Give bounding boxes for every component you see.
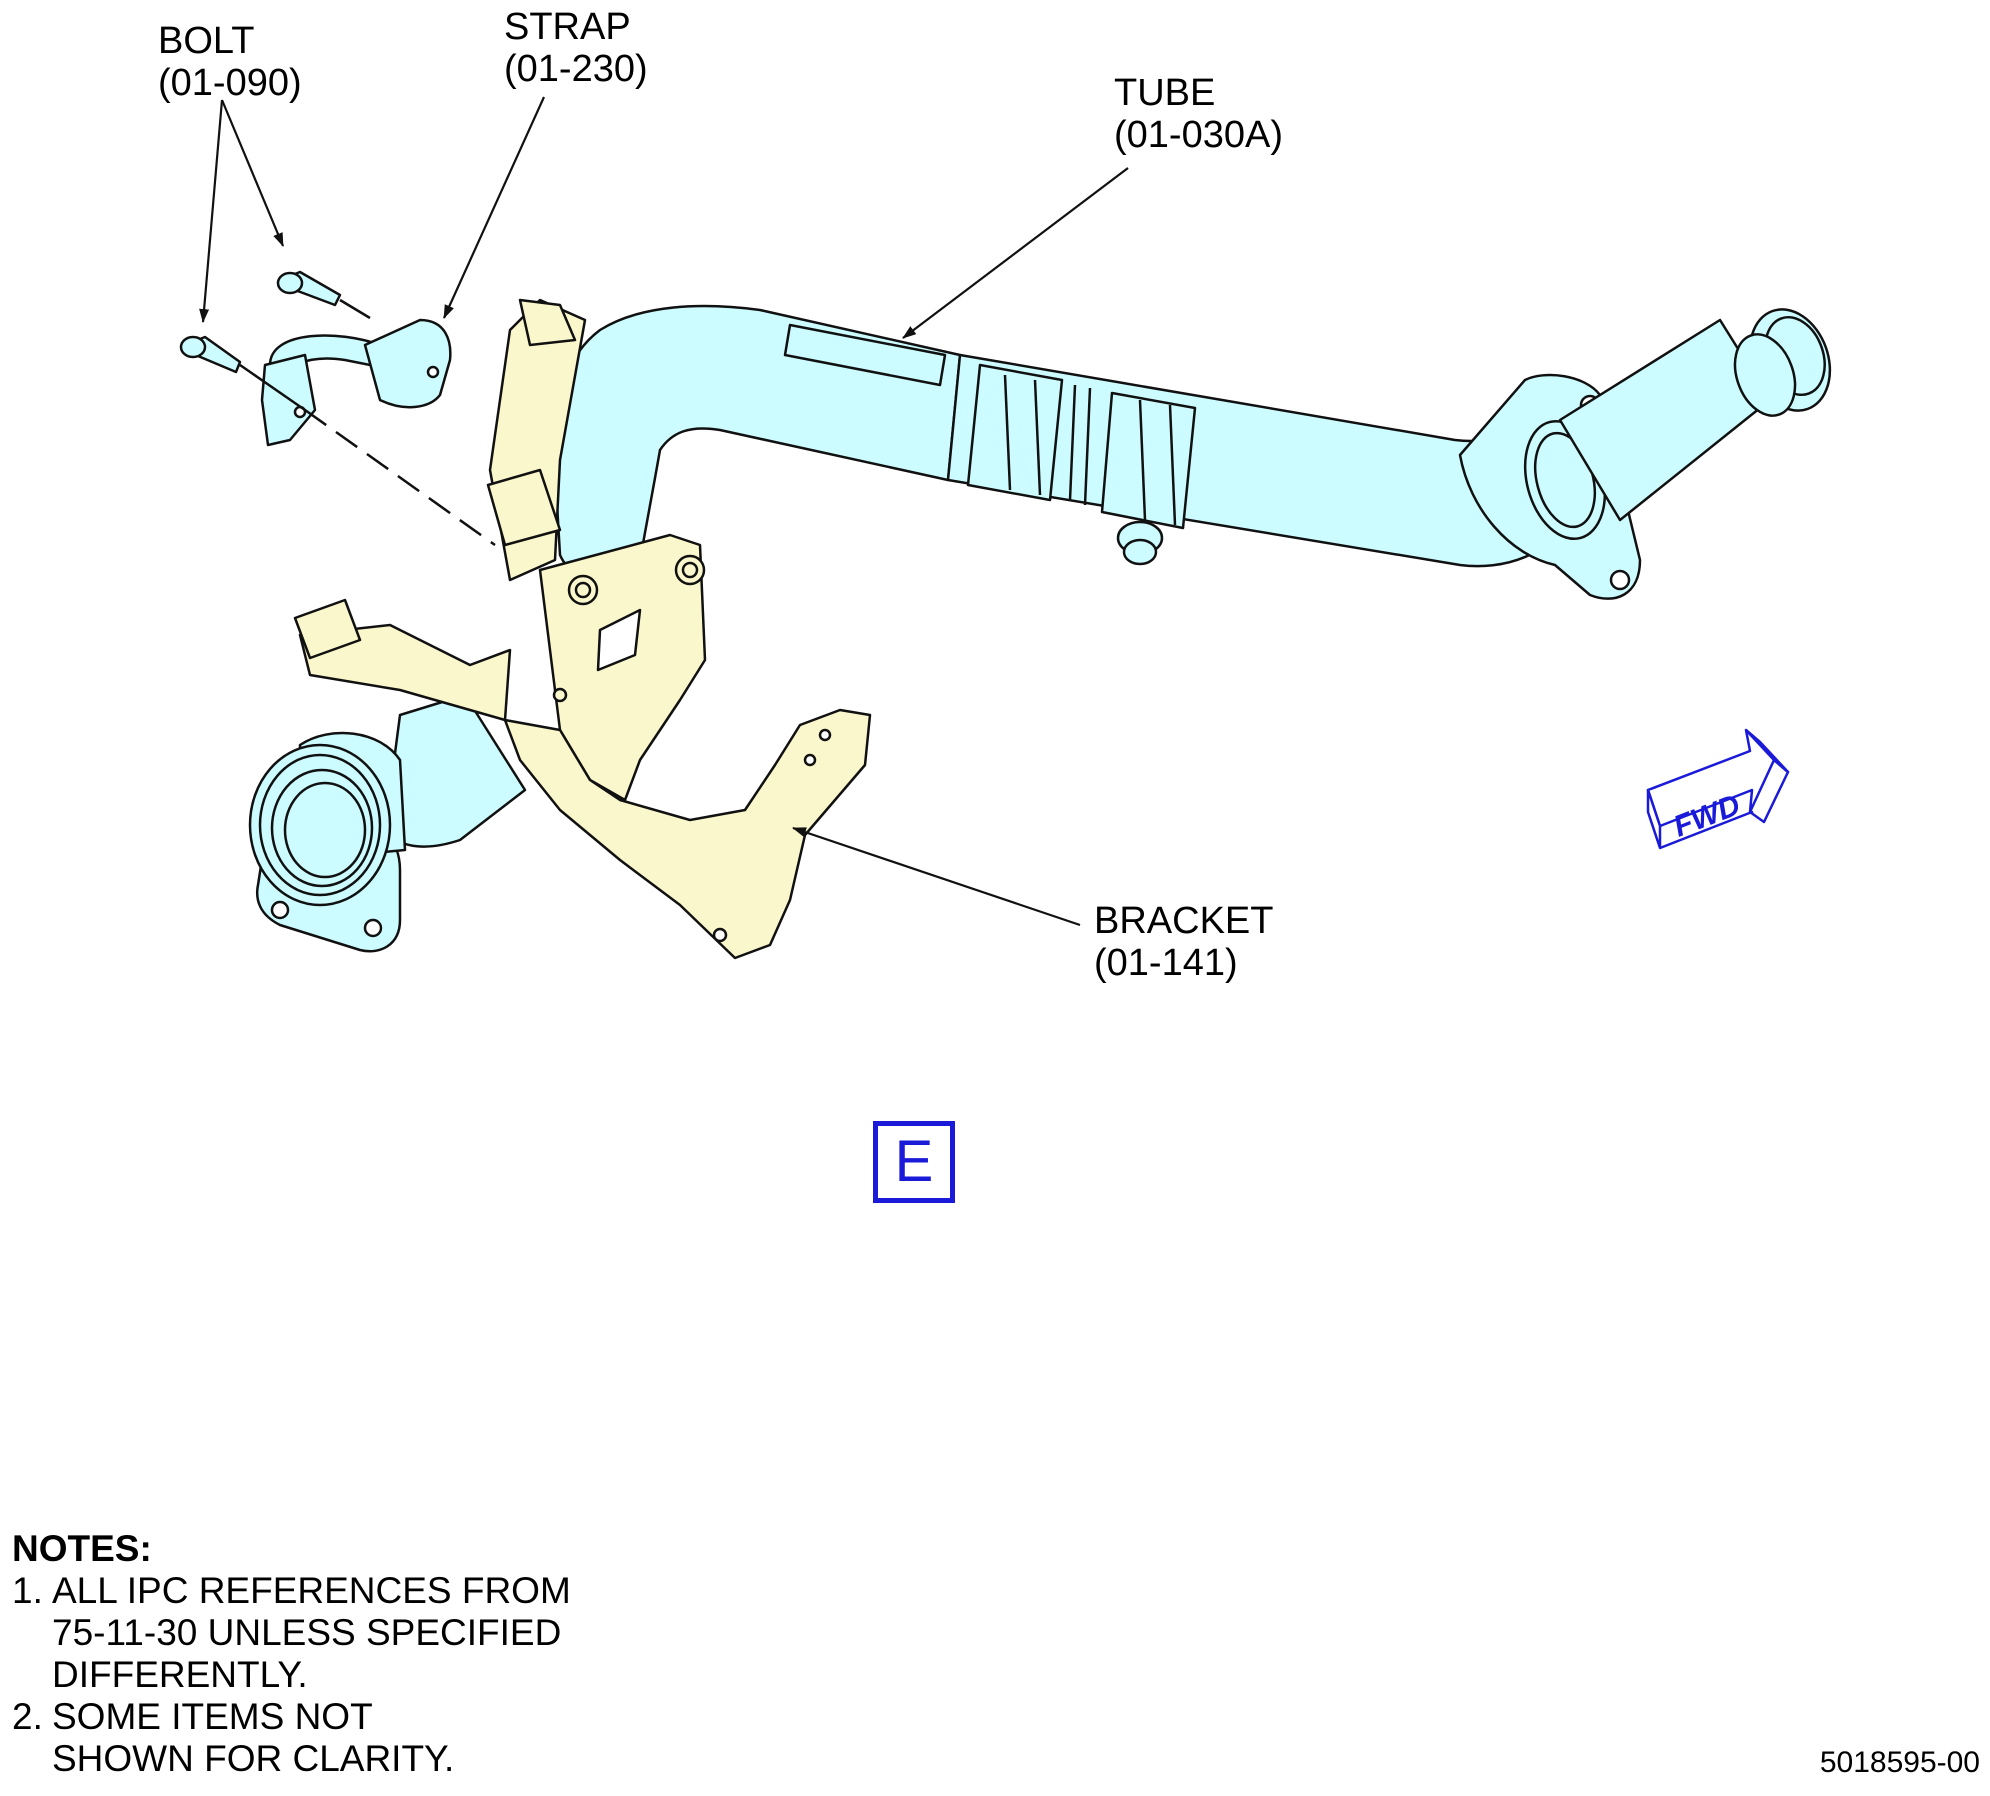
- strap-leader: [442, 96, 546, 319]
- note-number: 2.: [12, 1696, 43, 1737]
- bracket-leader: [792, 826, 1081, 927]
- installation-dash-line: [304, 408, 496, 547]
- lower-duct-part: [248, 693, 527, 953]
- tube-callout: TUBE (01-030A): [1114, 72, 1283, 156]
- installation-line-upper: [339, 298, 371, 320]
- tube-callout-name: TUBE: [1114, 72, 1216, 114]
- bolt-callout: BOLT (01-090): [158, 20, 302, 104]
- leader-lines: [199, 96, 1129, 927]
- view-label-text: E: [894, 1129, 934, 1194]
- strap-callout-ref: (01-230): [504, 48, 648, 90]
- note-line: DIFFERENTLY.: [52, 1654, 308, 1695]
- strap-part: [260, 318, 452, 447]
- tube-leader: [902, 167, 1129, 339]
- bolt-callout-name: BOLT: [158, 20, 255, 62]
- tube-part: [551, 304, 1832, 600]
- note-number: 1.: [12, 1570, 43, 1611]
- bolt-leader-lower: [199, 99, 224, 323]
- note-line: SOME ITEMS NOT: [52, 1696, 373, 1737]
- note-line: ALL IPC REFERENCES FROM: [52, 1570, 571, 1611]
- notes-heading: NOTES:: [12, 1528, 152, 1569]
- fwd-arrow-icon: FWD: [1646, 728, 1790, 850]
- drawing-number: 5018595-00: [1819, 1746, 1980, 1779]
- note-line: 75-11-30 UNLESS SPECIFIED: [52, 1612, 562, 1653]
- notes-block: NOTES: 1.ALL IPC REFERENCES FROM 75-11-3…: [12, 1528, 571, 1780]
- bracket-callout: BRACKET (01-141): [1094, 900, 1273, 984]
- bolt-callout-ref: (01-090): [158, 62, 302, 104]
- note-item-2: 2.SOME ITEMS NOT SHOWN FOR CLARITY.: [12, 1696, 571, 1780]
- note-item-1: 1.ALL IPC REFERENCES FROM 75-11-30 UNLES…: [12, 1570, 571, 1696]
- installation-line: [239, 363, 306, 412]
- strap-callout-name: STRAP: [504, 6, 631, 48]
- bracket-part: [293, 298, 872, 960]
- bolt-parts: [179, 270, 342, 374]
- bracket-callout-ref: (01-141): [1094, 942, 1238, 984]
- bolt-leader-upper: [220, 99, 285, 247]
- note-line: SHOWN FOR CLARITY.: [52, 1738, 455, 1779]
- strap-callout: STRAP (01-230): [504, 6, 648, 90]
- view-label-box: E: [873, 1121, 955, 1203]
- tube-callout-ref: (01-030A): [1114, 114, 1283, 156]
- bracket-callout-name: BRACKET: [1094, 900, 1274, 942]
